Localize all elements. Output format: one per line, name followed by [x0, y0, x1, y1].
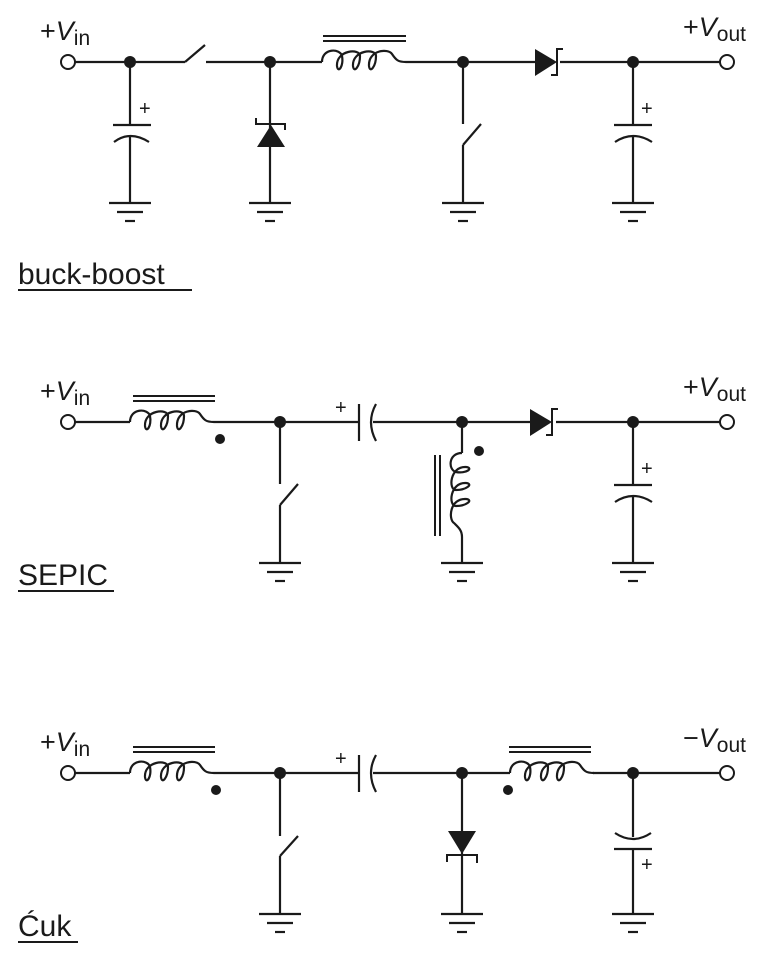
- coupled-inductor-icon: [434, 422, 484, 563]
- svg-text:+: +: [641, 854, 653, 876]
- capacitor-icon: +: [335, 397, 377, 442]
- vout-label: +Vout: [683, 12, 746, 46]
- svg-text:+: +: [335, 397, 347, 419]
- diode-icon: [446, 773, 478, 914]
- svg-text:+: +: [335, 748, 347, 770]
- circuit-title: SEPIC: [18, 559, 108, 592]
- coupled-inductor-icon: [503, 746, 596, 795]
- vout-label: +Vout: [683, 372, 746, 406]
- vin-label: +Vin: [40, 376, 90, 410]
- ground-icon: [107, 201, 153, 223]
- junction-node: [124, 56, 136, 68]
- input-terminal: [60, 414, 76, 430]
- diode-icon: [535, 48, 563, 76]
- junction-node: [274, 416, 286, 428]
- junction-node: [456, 767, 468, 779]
- junction-node: [627, 56, 639, 68]
- ground-icon: [440, 201, 486, 223]
- switch-icon: [278, 773, 299, 914]
- ground-icon: [439, 912, 485, 934]
- circuit-title: buck-boost: [18, 258, 165, 291]
- capacitor-icon: +: [335, 748, 377, 793]
- svg-text:+: +: [641, 98, 653, 120]
- output-terminal: [719, 765, 735, 781]
- output-terminal: [719, 414, 735, 430]
- svg-text:+: +: [641, 458, 653, 480]
- vout-label: −Vout: [683, 723, 746, 757]
- ground-icon: [247, 201, 293, 223]
- buck-boost-circuit: +Vin +Vout +: [18, 12, 746, 291]
- inductor-icon: [320, 35, 408, 71]
- ground-icon: [257, 912, 303, 934]
- vin-label: +Vin: [40, 727, 90, 761]
- circuit-title: Ćuk: [18, 910, 72, 943]
- svg-text:+: +: [139, 98, 151, 120]
- capacitor-icon: +: [113, 62, 151, 203]
- ground-icon: [610, 201, 656, 223]
- coupled-inductor-icon: [128, 395, 225, 444]
- junction-node: [627, 416, 639, 428]
- junction-node: [457, 56, 469, 68]
- ground-icon: [439, 561, 485, 583]
- input-terminal: [60, 54, 76, 70]
- vin-label: +Vin: [40, 16, 90, 50]
- coupled-inductor-icon: [128, 746, 221, 795]
- switch-icon: [461, 62, 482, 203]
- junction-node: [274, 767, 286, 779]
- sepic-circuit: +Vin +Vout +: [18, 372, 746, 592]
- junction-node: [627, 767, 639, 779]
- capacitor-icon: +: [614, 773, 653, 914]
- diode-icon: [530, 408, 558, 436]
- ground-icon: [610, 561, 656, 583]
- output-terminal: [719, 54, 735, 70]
- junction-node: [264, 56, 276, 68]
- capacitor-icon: +: [614, 62, 653, 203]
- diode-icon: [255, 62, 286, 203]
- capacitor-icon: +: [614, 422, 653, 563]
- junction-node: [456, 416, 468, 428]
- cuk-circuit: +Vin −Vout +: [18, 723, 746, 943]
- ground-icon: [610, 912, 656, 934]
- switch-icon: [184, 44, 206, 63]
- ground-icon: [257, 561, 303, 583]
- input-terminal: [60, 765, 76, 781]
- switch-icon: [278, 422, 299, 563]
